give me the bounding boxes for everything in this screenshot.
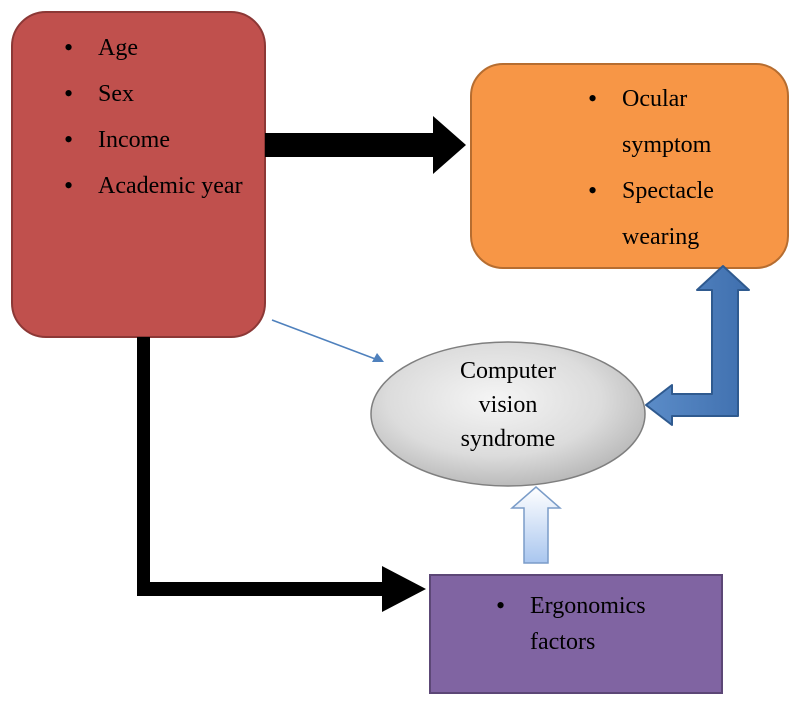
arrow-ergonomics-to-cvs <box>510 486 562 564</box>
list-item-ocular-symptom: Ocular symptom <box>588 76 772 168</box>
thin-arrow-demographics-to-cvs <box>271 319 379 361</box>
thin-arrow-head <box>372 353 384 362</box>
demographics-list: Age Sex Income Academic year <box>64 25 254 209</box>
list-item-sex: Sex <box>64 71 254 117</box>
arrow-demographics-to-ocular <box>265 116 466 174</box>
arrow-demographics-to-ergonomics <box>137 337 426 612</box>
list-item-income: Income <box>64 117 254 163</box>
cvs-ellipse <box>370 341 646 487</box>
list-item-academic-year: Academic year <box>64 163 248 209</box>
cvs-label: Computer vision syndrome <box>372 354 644 456</box>
list-item-age: Age <box>64 25 254 71</box>
cvs-label-text: Computer vision syndrome <box>460 358 556 452</box>
ocular-list: Ocular symptom Spectacle wearing <box>588 76 778 260</box>
double-arrow-ocular-cvs <box>645 265 750 426</box>
list-item-ergonomics-factors: Ergonomics factors <box>496 588 700 660</box>
ergonomics-list: Ergonomics factors <box>496 588 716 660</box>
list-item-spectacle-wearing: Spectacle wearing <box>588 168 772 260</box>
